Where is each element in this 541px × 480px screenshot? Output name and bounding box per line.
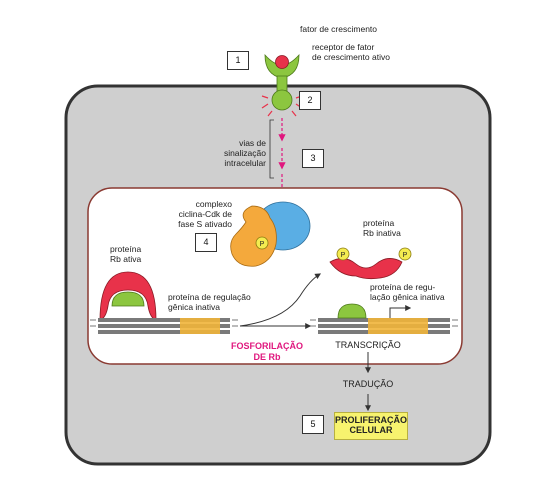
pathways-label-line: sinalização	[223, 148, 266, 158]
pathways-label-line: intracelular	[224, 158, 266, 168]
phosphate-rb-left	[336, 247, 350, 261]
transcription-start-arrow	[389, 305, 412, 318]
gene-reg-left-label-line: proteína de regulação	[168, 292, 251, 302]
rb-inactive-protein	[329, 258, 403, 280]
complex-label-line: fase S ativado	[178, 219, 232, 229]
rb-inactive-label-line: Rb inativa	[363, 228, 401, 238]
pathway-bracket	[269, 119, 274, 179]
phosphate-rb-left-label: P	[341, 252, 346, 259]
gene-reg-right-label-line: proteína de regu-	[370, 282, 436, 292]
complex-label: complexo ciclina-Cdk de fase S ativado	[170, 199, 232, 229]
step-1-box: 1	[227, 51, 249, 70]
phosphate-rb-right	[398, 247, 412, 261]
complex-label-line: ciclina-Cdk de	[178, 209, 232, 219]
step-3-box: 3	[302, 149, 324, 168]
pathways-label-line: vias de	[239, 138, 266, 148]
rb-inactive-label: proteína Rb inativa	[363, 218, 401, 238]
cell-proliferation-box: PROLIFERAÇÃO CELULAR	[334, 412, 408, 440]
gene-reg-protein-right	[337, 303, 367, 319]
dna-left	[90, 318, 238, 334]
phosphate-rb-right-label: P	[403, 252, 408, 259]
rb-active-protein	[99, 271, 157, 321]
translation-label: TRADUÇÃO	[342, 379, 394, 389]
cyclin-cdk-complex	[230, 201, 311, 267]
phosphorylation-arrow	[239, 273, 322, 327]
growth-factor	[275, 55, 289, 69]
gene-reg-right-label-line: lação gênica inativa	[370, 292, 445, 302]
dna-right	[310, 318, 458, 334]
rb-active-label: proteína Rb ativa	[110, 244, 141, 264]
pathways-label: vias de sinalização intracelular	[208, 138, 266, 168]
phosphate-complex	[255, 236, 269, 250]
gene-reg-left-label-line: gênica inativa	[168, 302, 220, 312]
step-4-box: 4	[195, 233, 217, 252]
phosphorylation-label-line: DE Rb	[253, 352, 281, 362]
growth-factor-label: fator de crescimento	[300, 24, 378, 34]
phosphate-complex-label: P	[260, 241, 265, 248]
phosphorylation-label-line: FOSFORILAÇÃO	[231, 341, 303, 351]
rb-active-label-line: Rb ativa	[110, 254, 142, 264]
cell-proliferation-line: PROLIFERAÇÃO	[335, 415, 407, 425]
receptor-label: receptor de fator de crescimento ativo	[312, 42, 390, 62]
gene-reg-protein-left	[111, 291, 145, 307]
cell-proliferation-line: CELULAR	[349, 425, 393, 435]
receptor-label-line: receptor de fator	[312, 42, 375, 52]
step-5-box: 5	[302, 415, 324, 434]
rb-active-label-line: proteína	[110, 244, 142, 254]
receptor-label-line: de crescimento ativo	[312, 52, 390, 62]
phosphorylation-label: FOSFORILAÇÃO DE Rb	[222, 341, 312, 363]
gene-reg-left-label: proteína de regulação gênica inativa	[168, 292, 251, 312]
gene-reg-right-label: proteína de regu- lação gênica inativa	[370, 282, 445, 302]
transcription-label: TRANSCRIÇÃO	[335, 340, 401, 350]
complex-label-line: complexo	[195, 199, 232, 209]
step-2-box: 2	[299, 91, 321, 110]
rb-inactive-label-line: proteína	[363, 218, 395, 228]
